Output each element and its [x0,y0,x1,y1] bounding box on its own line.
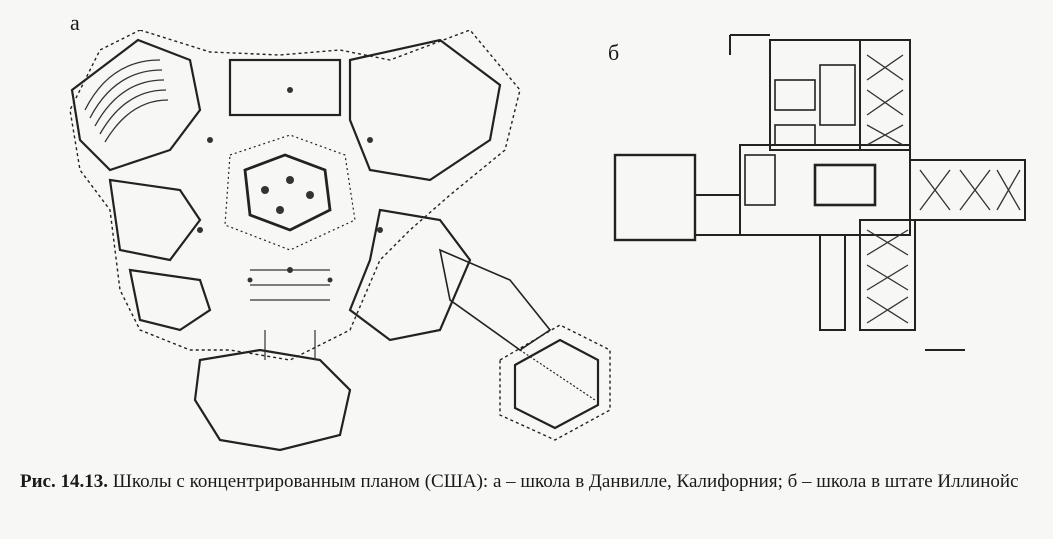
panel-label-a: а [70,10,80,35]
figure-caption: Рис. 14.13. Школы с концентрированным пл… [20,468,1040,495]
floor-plan-illinois [613,34,1026,351]
floor-plan-danville [69,30,611,452]
figure-number: Рис. 14.13. [20,471,108,492]
caption-text: Школы с концентрированным планом (США): … [108,471,1019,492]
panel-label-b: б [608,40,620,65]
